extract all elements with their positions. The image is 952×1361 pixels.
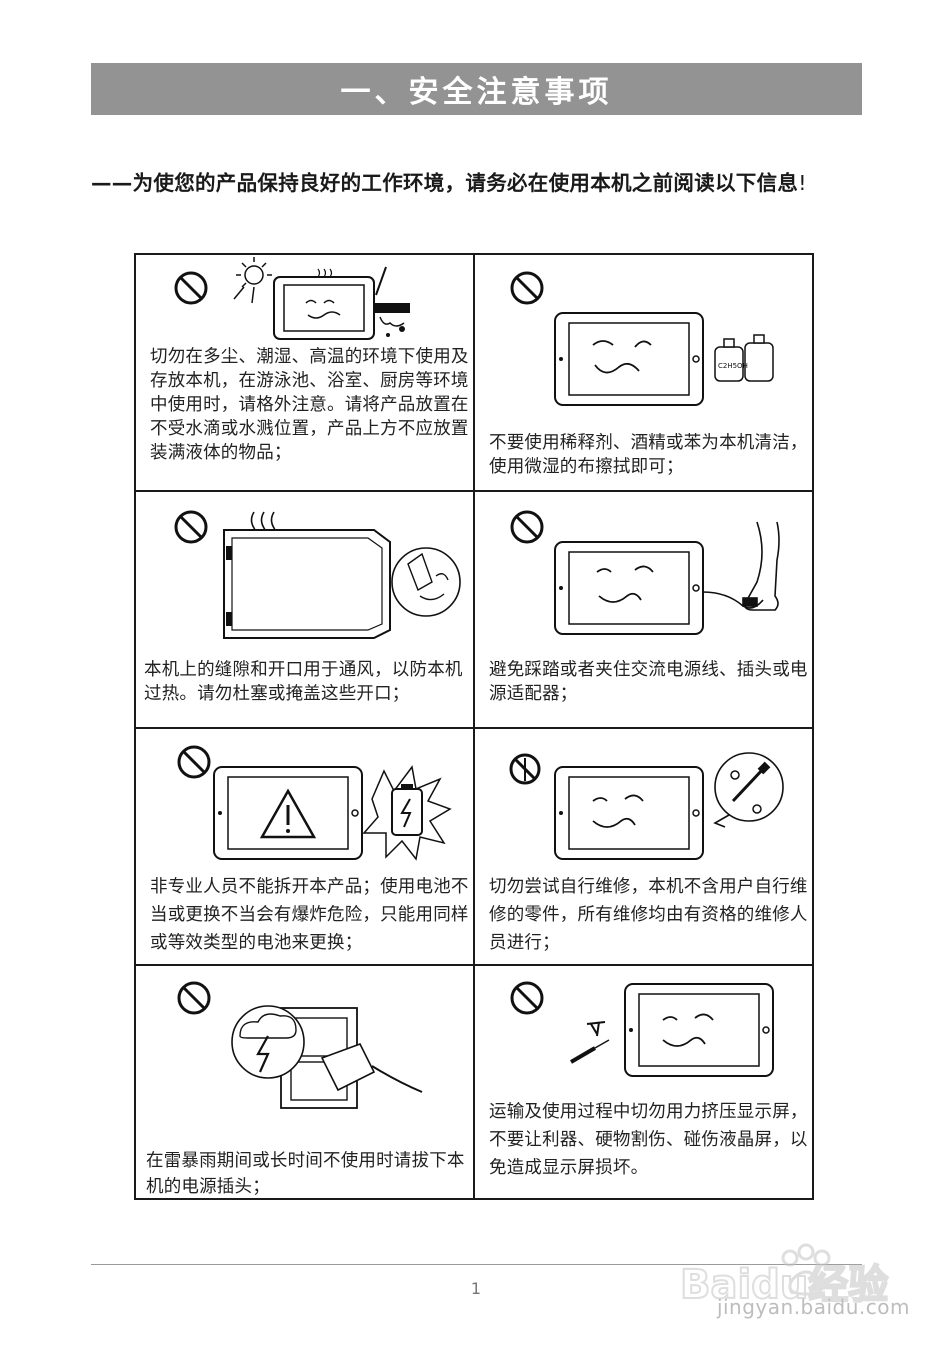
tablet-icon [554,766,704,860]
plug-icon [320,1043,423,1093]
prohibit-icon [174,510,208,544]
foot-icon [742,521,780,611]
intro-text: ——为使您的产品保持良好的工作环境，请务必在使用本机之前阅读以下信息 [91,171,799,195]
heat-humidity-illustration [174,257,410,340]
tablet-icon [213,766,363,860]
hand-icon [391,547,461,617]
prohibit-icon [177,981,211,1015]
repair-illustration [509,752,784,860]
prohibit-icon [174,271,208,305]
caption: 不要使用稀释剂、酒精或苯为本机清洁，使用微湿的布擦拭即可； [489,433,808,477]
safety-item-repair: 切勿尝试自行维修，本机不含用户自行维修的零件，所有维修均由有资格的维修人员进行； [475,729,812,966]
ventilation-illustration [174,510,461,639]
bottle-label: C2H5OH [718,362,748,370]
watermark-url: jingyan.baidu.com [716,1295,910,1319]
no-screwdriver-icon [509,753,541,785]
tablet-icon [554,312,704,406]
baidu-watermark-logo: Baidu经验 [680,1243,889,1309]
water-splash-icon [374,266,410,337]
caption: 运输及使用过程中切勿用力挤压显示屏，不要让利器、硬物割伤、碰伤液晶屏，以免造成显… [489,1102,808,1178]
caption: 切勿在多尘、潮湿、高温的环境下使用及存放本机，在游泳池、浴室、厨房等环境中使用时… [150,347,469,463]
safety-item-cleaning: C2H5OH 不要使用稀释剂、酒精或苯为本机清洁，使用微湿的布擦拭即可； [475,255,812,492]
sharp-objects-icon [569,1021,610,1064]
prohibit-icon [510,271,544,305]
battery-illustration [177,745,452,861]
tablet-icon [273,268,375,340]
safety-item-pressure: 运输及使用过程中切勿用力挤压显示屏，不要让利器、硬物割伤、碰伤液晶屏，以免造成显… [475,966,812,1198]
tablet-back-icon [223,529,391,639]
caption: 本机上的缝隙和开口用于通风，以防本机过热。请勿杜塞或掩盖这些开口； [144,660,463,704]
prohibit-icon [510,981,544,1015]
safety-item-ventilation: 本机上的缝隙和开口用于通风，以防本机过热。请勿杜塞或掩盖这些开口； [136,492,475,729]
caption: 切勿尝试自行维修，本机不含用户自行维修的零件，所有维修均由有资格的维修人员进行； [489,877,808,953]
watermark-logo-text: Baidu经验 [680,1262,888,1308]
thunderstorm-illustration [177,981,423,1109]
intro-paragraph: ——为使您的产品保持良好的工作环境，请务必在使用本机之前阅读以下信息! [91,165,866,202]
footer-divider [91,1264,862,1265]
caption: 在雷暴雨期间或长时间不使用时请拔下本机的电源插头； [146,1151,465,1197]
safety-grid: 切勿在多尘、潮湿、高温的环境下使用及存放本机，在游泳池、浴室、厨房等环境中使用时… [134,253,814,1200]
section-title-banner: 一、安全注意事项 [91,63,862,115]
cleaning-illustration: C2H5OH [510,271,774,406]
intro-exclamation: ! [798,171,807,195]
caption: 避免踩踏或者夹住交流电源线、插头或电源适配器； [489,660,808,704]
safety-item-thunderstorm: 在雷暴雨期间或长时间不使用时请拔下本机的电源插头； [136,966,475,1198]
prohibit-icon [177,745,211,779]
pressure-illustration [510,981,774,1077]
caption: 非专业人员不能拆开本产品；使用电池不当或更换不当会有爆炸危险，只能用同样或等效类… [150,877,469,953]
section-title: 一、安全注意事项 [340,75,613,110]
sun-icon [233,257,272,304]
power-cord-illustration [510,510,780,635]
safety-item-power-cord: 避免踩踏或者夹住交流电源线、插头或电源适配器； [475,492,812,729]
safety-item-heat-humidity: 切勿在多尘、潮湿、高温的环境下使用及存放本机，在游泳池、浴室、厨房等环境中使用时… [136,255,475,492]
page-number: 1 [470,1279,482,1298]
lightning-icon [231,1005,305,1079]
tablet-icon [624,983,774,1077]
prohibit-icon [510,510,544,544]
bottle-icon: C2H5OH [714,334,774,382]
tablet-icon [554,541,704,635]
safety-item-battery: 非专业人员不能拆开本产品；使用电池不当或更换不当会有爆炸危险，只能用同样或等效类… [136,729,475,966]
tools-icon [713,752,784,828]
explosion-icon [362,765,452,861]
